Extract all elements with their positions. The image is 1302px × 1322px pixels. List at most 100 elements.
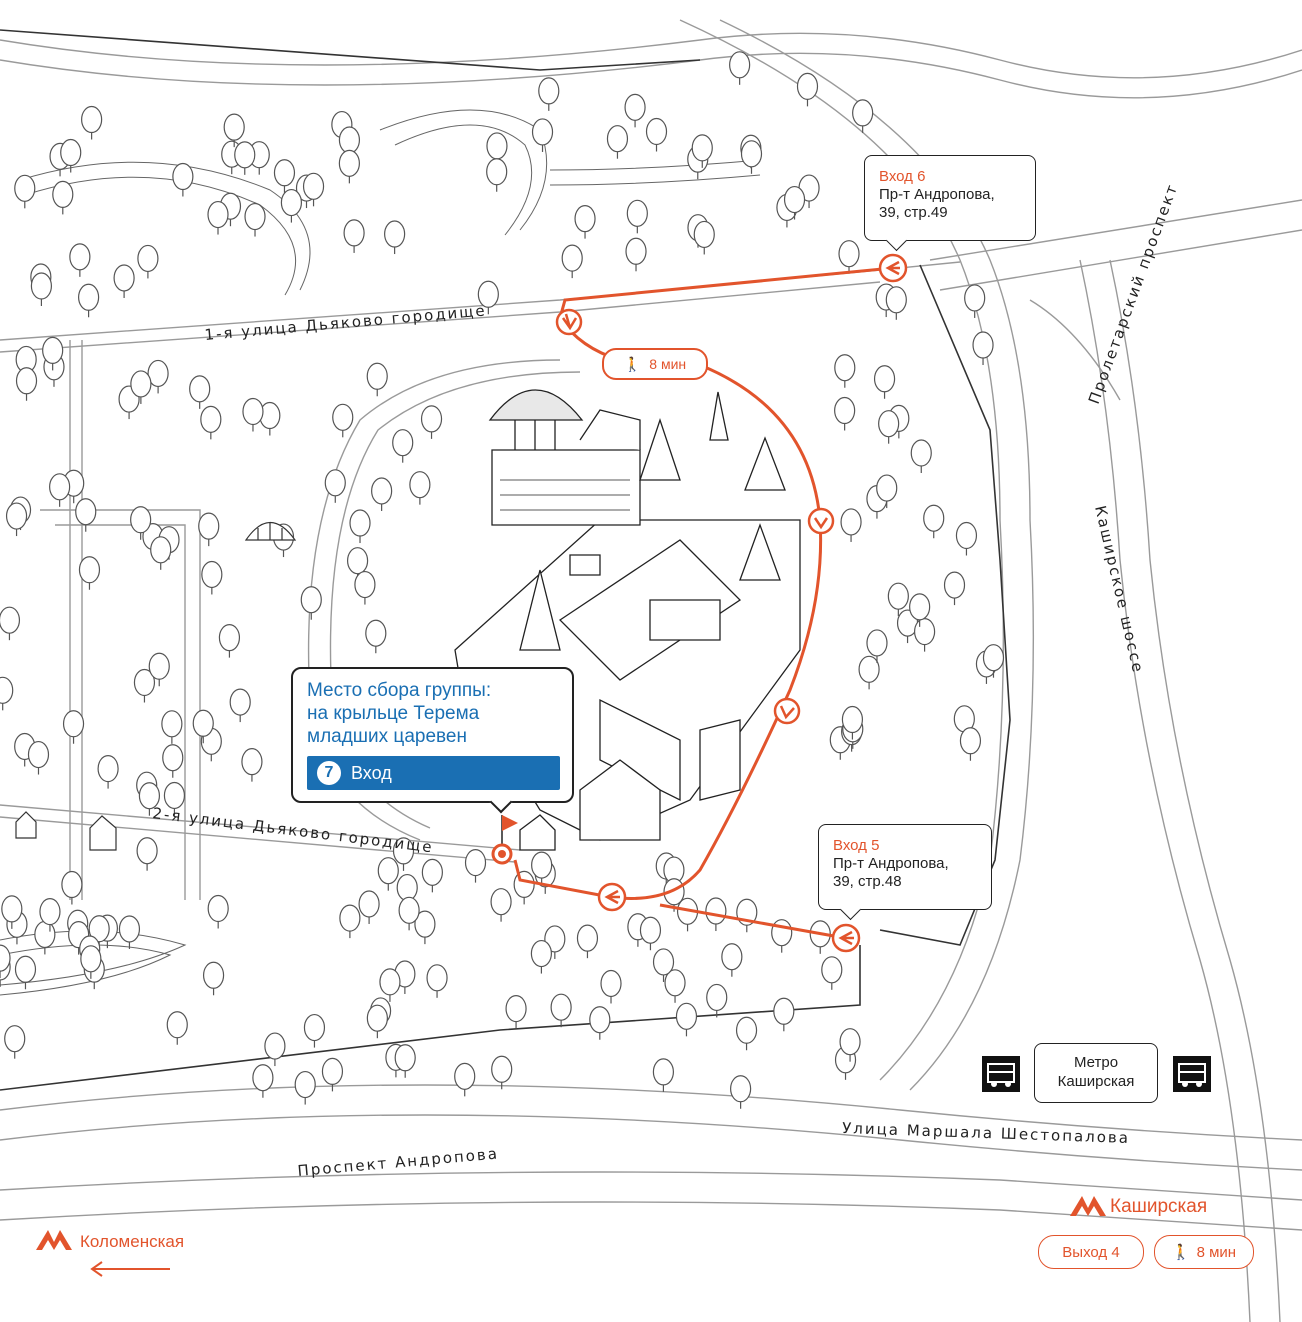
- tree-icon: [229, 688, 251, 723]
- left-arrow-icon: [90, 1261, 170, 1277]
- entrance-5-title: Вход 5: [833, 837, 880, 854]
- tree-icon: [676, 897, 699, 932]
- route-marker-3: [773, 697, 801, 725]
- tree-icon: [464, 849, 487, 883]
- meeting-point-callout: Место сбора группы: на крыльце Терема мл…: [291, 667, 574, 814]
- tree-icon: [303, 1013, 326, 1048]
- tree-icon: [783, 185, 806, 220]
- tree-icon: [366, 1004, 388, 1039]
- route-walk-time-label: 8 мин: [649, 356, 687, 372]
- tree-icon: [365, 619, 387, 654]
- tree-icon: [343, 219, 365, 253]
- tree-icon: [639, 916, 662, 951]
- tree-icon: [346, 547, 369, 581]
- meeting-flag-icon: [491, 815, 518, 865]
- tree-icon: [839, 1028, 861, 1062]
- tree-icon: [885, 286, 907, 320]
- tree-icon: [730, 1075, 752, 1109]
- tree-icon: [821, 956, 843, 990]
- metro-m-icon: [1070, 1196, 1106, 1216]
- tree-icon: [81, 105, 103, 140]
- tree-icon: [531, 851, 553, 886]
- tree-icon: [392, 429, 414, 463]
- tree-icon: [148, 652, 170, 687]
- tree-icon: [130, 370, 152, 404]
- tree-icon: [663, 878, 685, 912]
- tree-icon: [955, 521, 978, 556]
- tree-icon: [624, 93, 646, 128]
- tree-icon: [530, 939, 552, 974]
- tree-icon: [201, 560, 223, 595]
- tree-icon: [574, 205, 596, 239]
- tree-icon: [392, 837, 415, 871]
- tree-icon: [913, 618, 936, 652]
- metro-walk-time-label: 8 мин: [1196, 1243, 1237, 1261]
- street-label-marshala: Улица Маршала Шестопалова: [842, 1119, 1130, 1147]
- tree-icon: [600, 969, 622, 1004]
- metro-exit-pill: Выход 4: [1038, 1235, 1144, 1269]
- tree-icon: [866, 629, 888, 663]
- tree-icon: [561, 244, 583, 279]
- meeting-point-title: Место сбора группы: на крыльце Терема мл…: [307, 680, 492, 747]
- tree-icon: [49, 473, 71, 507]
- tree-icon: [576, 924, 599, 959]
- tree-icon: [852, 99, 874, 133]
- tree-icon: [371, 477, 393, 511]
- tree-icon: [964, 284, 986, 318]
- tree-icon: [300, 586, 322, 620]
- tree-icon: [172, 162, 194, 197]
- tree-icon: [234, 141, 256, 175]
- street-label-first-dyakovo: 1-я улица Дьяково городище: [204, 301, 487, 344]
- tree-icon: [324, 469, 346, 503]
- tree-icon: [531, 118, 554, 152]
- tree-icon: [773, 997, 795, 1032]
- park-fence: [0, 29, 1011, 1091]
- metro-kashirskaya-label: Каширская: [1110, 1196, 1208, 1217]
- tree-icon: [4, 1025, 26, 1059]
- tree-icon: [606, 125, 629, 159]
- tree-icon: [264, 1032, 286, 1067]
- entrance-5-callout: Вход 5 Пр-т Андропова, 39, стр.48: [818, 824, 992, 921]
- tree-icon: [150, 536, 172, 570]
- tree-icon: [538, 77, 560, 111]
- tree-icon: [244, 202, 266, 237]
- bus-icon: [1173, 1056, 1211, 1092]
- tree-icon: [691, 134, 713, 168]
- tree-icon: [192, 709, 214, 744]
- tree-icon: [14, 955, 37, 990]
- tree-icon: [959, 727, 982, 761]
- tree-icon: [80, 945, 102, 979]
- tree-icon: [30, 272, 53, 306]
- tree-icon: [486, 158, 508, 192]
- tree-icon: [394, 1044, 416, 1078]
- tree-icon: [202, 961, 225, 996]
- tree-icon: [97, 755, 119, 789]
- tree-icon: [454, 1062, 476, 1097]
- tree-icon: [39, 898, 61, 932]
- tree-icon: [858, 655, 880, 690]
- tree-icon: [366, 362, 388, 397]
- metro-walk-time-pill: 🚶 8 мин: [1154, 1235, 1254, 1269]
- tree-icon: [200, 405, 222, 440]
- tree-icon: [398, 896, 420, 931]
- metro-m-icon: [36, 1230, 72, 1250]
- tree-icon: [878, 410, 900, 444]
- tree-icon: [645, 117, 668, 152]
- street-label-second-dyakovo: 2-я улица Дьяково городище: [152, 804, 435, 856]
- tree-icon: [923, 504, 945, 539]
- bus-stop-label: Метро Каширская: [1057, 1054, 1135, 1090]
- tree-icon: [137, 244, 159, 279]
- tree-icon: [163, 781, 186, 816]
- tree-icon: [339, 904, 361, 939]
- route-arrows: [561, 260, 900, 946]
- tree-icon: [42, 336, 64, 371]
- tree-icon: [88, 915, 110, 949]
- street-label-kashirskoye: Каширское шоссе: [1091, 504, 1147, 676]
- tree-icon: [377, 857, 399, 891]
- tree-icon: [972, 331, 994, 366]
- tree-icon: [358, 890, 380, 924]
- tree-icon: [626, 199, 648, 234]
- walking-person-icon: 🚶: [1171, 1244, 1191, 1261]
- tree-icon: [198, 512, 220, 547]
